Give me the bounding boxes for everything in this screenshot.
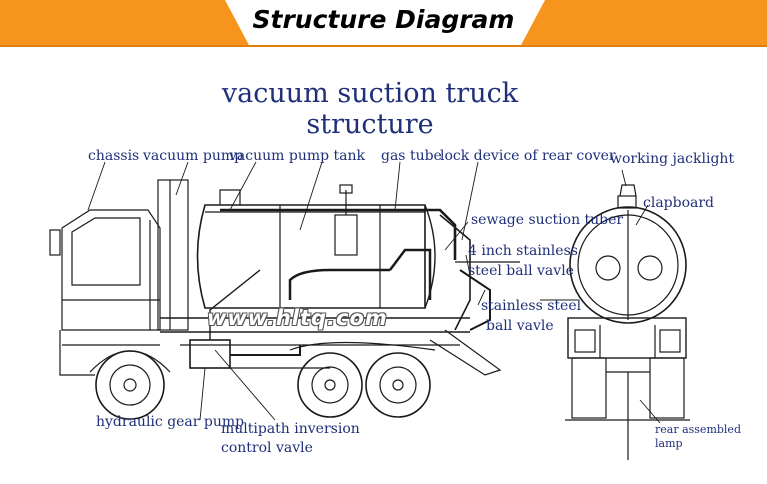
diagram-title: vacuum suction truck structure: [221, 78, 519, 140]
rear-wheel-1: [297, 352, 363, 418]
label-rear-lamp-line2: lamp: [655, 437, 683, 450]
banner-title: Structure Diagram: [252, 5, 515, 34]
label-lock-device: lock device of rear cover: [440, 148, 616, 164]
label-hydraulic-gear-pump: hydraulic gear pump: [96, 414, 245, 430]
label-4inch-valve-line2: steel ball vavle: [468, 263, 574, 279]
label-sewage-suction-tuber: sewage suction tuber: [471, 212, 624, 228]
header-banner: [0, 0, 767, 47]
label-4inch-valve-line1: 4 inch stainless: [468, 243, 578, 259]
label-chassis: chassis: [88, 148, 140, 164]
label-vacuum-pump: vacuum pump: [143, 148, 244, 164]
label-clapboard: clapboard: [643, 195, 715, 211]
tank-body: [196, 184, 436, 309]
chassis-frame: [157, 179, 470, 346]
truck-cab: [49, 209, 161, 376]
rear-wheel-2: [365, 352, 431, 418]
gas-tube: [220, 208, 457, 260]
label-working-jacklight: working jacklight: [610, 151, 735, 167]
label-stainless-valve-line1: stainless steel: [481, 298, 582, 314]
label-multipath-line2: control vavle: [221, 440, 313, 456]
front-wheel: [89, 350, 171, 420]
label-gas-tube: gas tube: [381, 148, 442, 164]
rear-piping: [429, 214, 520, 376]
banner-panel: [225, 0, 545, 47]
rear-view-drawing: [565, 184, 690, 460]
label-vacuum-pump-tank: vacuum pump tank: [229, 148, 365, 164]
label-stainless-valve-line2: ball vavle: [486, 318, 554, 334]
watermark: www.hltq.com: [207, 306, 388, 330]
label-multipath-line1: multipath inversion: [221, 421, 360, 437]
label-rear-lamp-line1: rear assembled: [655, 423, 741, 436]
label-leader-lines: [87, 161, 661, 424]
hydraulic-system: [189, 269, 330, 369]
